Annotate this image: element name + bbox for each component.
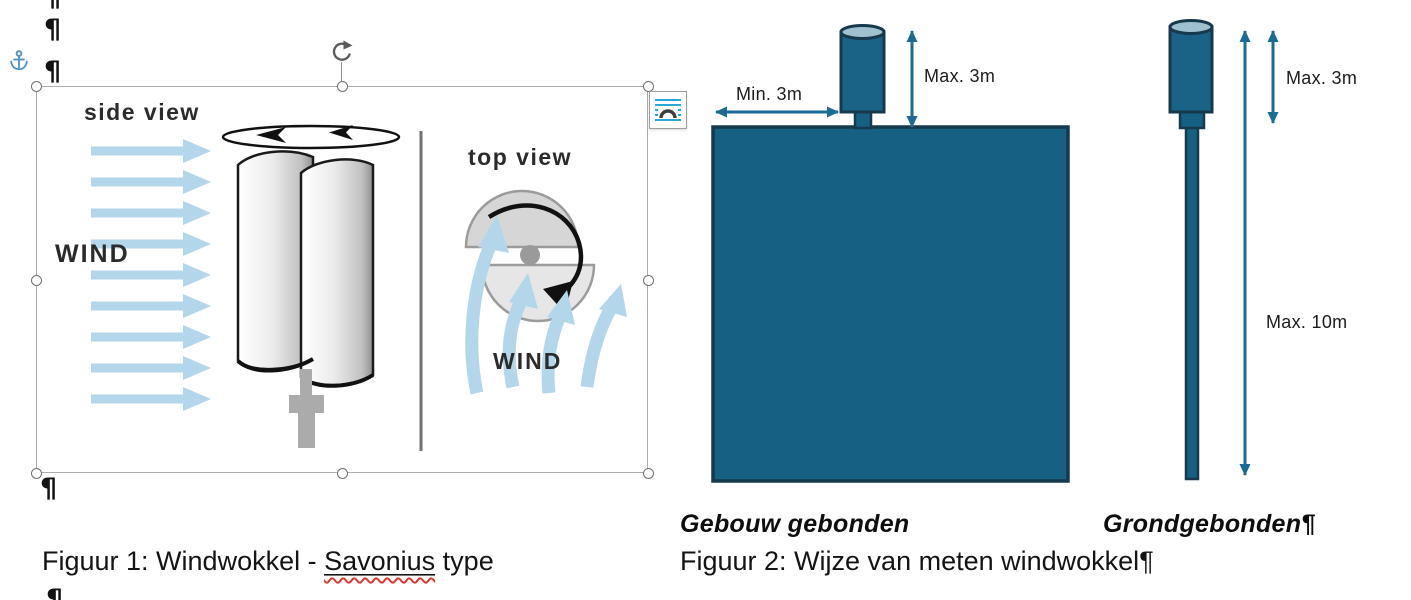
layout-options-icon[interactable] (649, 91, 687, 129)
wind-label-side: WIND (55, 240, 130, 268)
selection-handle-mid-left[interactable] (30, 274, 42, 286)
min-3m-label: Min. 3m (736, 84, 803, 104)
figure1-selected-image[interactable] (36, 86, 648, 473)
anchor-icon[interactable] (8, 49, 30, 73)
rotor-stand (289, 369, 324, 448)
max-3m-ground-label: Max. 3m (1286, 68, 1358, 88)
figure1-caption: Figuur 1: Windwokkel - Savonius type (42, 546, 494, 576)
rotation-handle-stem (341, 62, 342, 86)
max-3m-building-label: Max. 3m (924, 66, 996, 86)
figure2-caption: Figuur 2: Wijze van meten windwokkel¶ (680, 546, 1154, 576)
ground-bound-label: Grondgebonden¶ (1103, 510, 1316, 538)
ground-measure-arrows (1239, 30, 1279, 476)
max-10m-label: Max. 10m (1266, 312, 1348, 332)
wind-label-top: WIND (493, 348, 563, 374)
top-view-label: top view (468, 144, 573, 170)
selection-handle-bottom-right[interactable] (642, 467, 654, 479)
selection-handle-top-right[interactable] (642, 80, 654, 92)
rotation-ellipse (221, 124, 401, 150)
rotate-handle-icon[interactable] (328, 38, 354, 64)
pilcrow-mark: ¶ (44, 0, 61, 13)
pilcrow-mark: ¶ (44, 56, 62, 87)
selection-handle-bottom-center[interactable] (336, 467, 348, 479)
wind-arrows-side (91, 139, 211, 411)
pilcrow-mark: ¶ (1301, 510, 1316, 538)
selection-handle-top-left[interactable] (30, 80, 42, 92)
selection-handle-mid-right[interactable] (642, 274, 654, 286)
spellcheck-word: Savonius (324, 546, 436, 576)
side-view-label: side view (84, 99, 200, 125)
building-bound-label: Gebouw gebonden (680, 510, 910, 538)
wind-arrowheads-top (478, 215, 627, 325)
pilcrow-mark: ¶ (40, 473, 58, 504)
ground-turbine[interactable] (1168, 19, 1214, 481)
savonius-diagram-art (91, 124, 627, 451)
selection-handle-top-center[interactable] (336, 80, 348, 92)
pilcrow-mark: ¶ (44, 14, 62, 45)
building-shape[interactable] (711, 125, 1070, 483)
rotor-side-view (236, 150, 375, 388)
pilcrow-mark: ¶ (46, 584, 64, 600)
building-measure-arrows (715, 30, 918, 128)
building-turbine[interactable] (839, 24, 886, 130)
pilcrow-mark: ¶ (1139, 546, 1154, 576)
selection-handle-bottom-left[interactable] (30, 467, 42, 479)
figure2-drawing[interactable] (700, 15, 1380, 490)
